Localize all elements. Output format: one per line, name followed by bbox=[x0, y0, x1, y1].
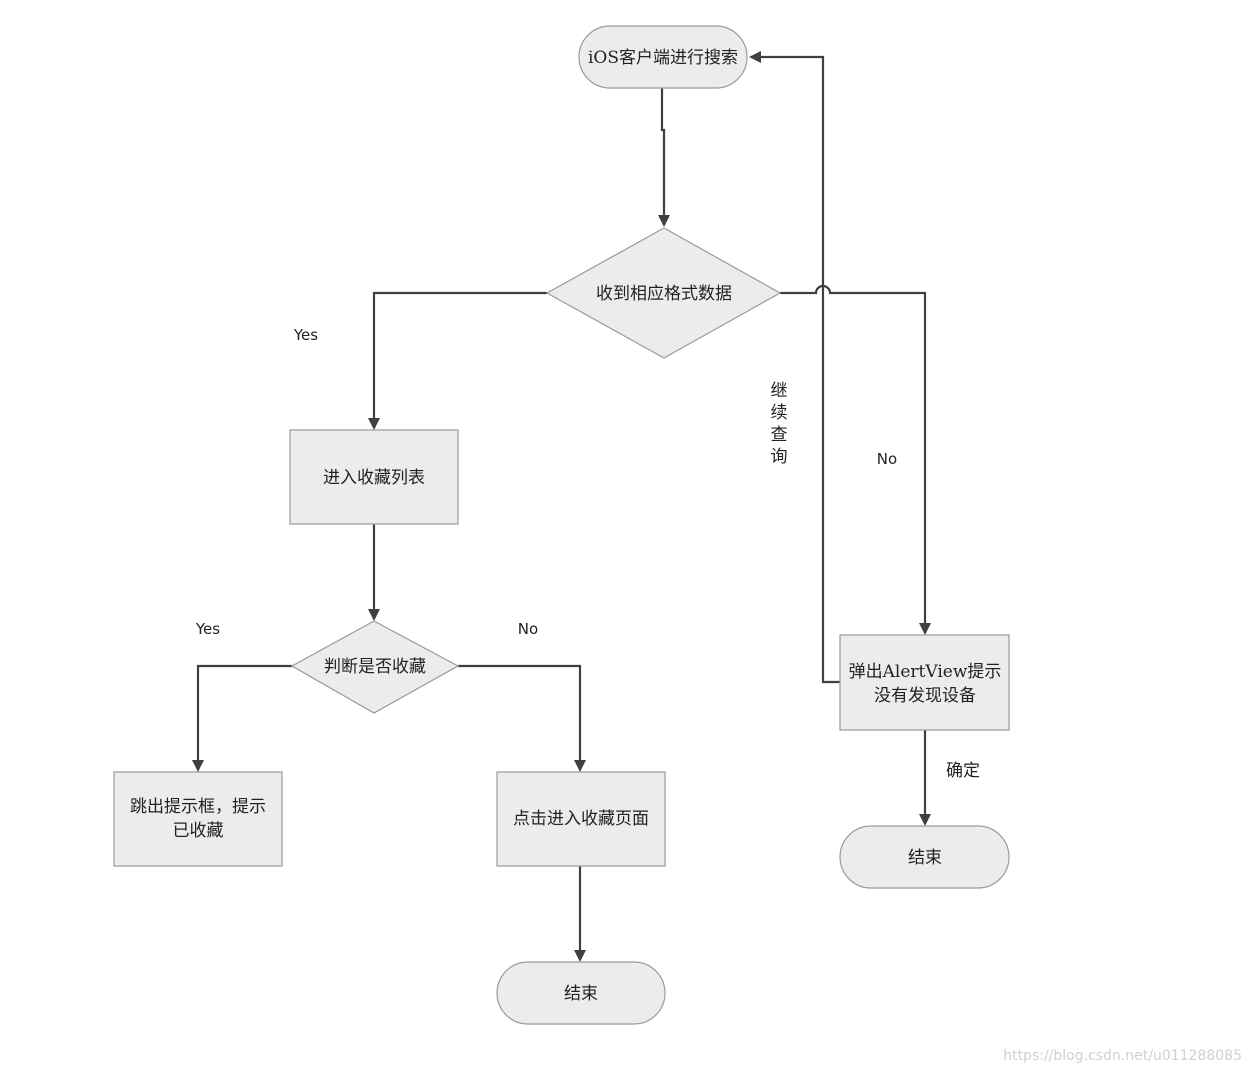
node-popup-collected: 跳出提示框，提示 已收藏 bbox=[113, 771, 283, 867]
node-alert-no-device-line-2: 没有发现设备 bbox=[874, 686, 976, 706]
node-start-label: iOS客户端进行搜索 bbox=[588, 48, 738, 68]
edge-labels: Yes No 继 续 查 询 Yes No 确定 bbox=[195, 326, 980, 781]
watermark: https://blog.csdn.net/u011288085 bbox=[1003, 1048, 1242, 1064]
node-alert-no-device-line-1: 弹出AlertView提示 bbox=[849, 662, 1002, 682]
node-end-right: 结束 bbox=[839, 825, 1010, 889]
node-end-left-label: 结束 bbox=[564, 984, 598, 1004]
terminator-shape bbox=[578, 25, 748, 89]
edge-continue-query bbox=[749, 51, 840, 684]
edge-label-continue-query-1: 继 bbox=[771, 381, 788, 401]
decision-shape bbox=[290, 620, 460, 714]
node-enter-fav-page: 点击进入收藏页面 bbox=[496, 771, 666, 867]
node-check-data: 收到相应格式数据 bbox=[545, 227, 782, 359]
edge-check-no bbox=[780, 284, 931, 635]
edge-label-continue-query-2: 续 bbox=[771, 403, 788, 423]
node-check-fav: 判断是否收藏 bbox=[290, 620, 460, 714]
node-alert-no-device: 弹出AlertView提示 没有发现设备 bbox=[839, 634, 1010, 731]
edge-check-fav-no bbox=[458, 664, 586, 772]
node-check-fav-label: 判断是否收藏 bbox=[324, 657, 426, 677]
node-popup-collected-line-1: 跳出提示框，提示 bbox=[130, 797, 266, 817]
edge-label-continue-query-4: 询 bbox=[771, 447, 788, 467]
process-shape bbox=[289, 429, 459, 525]
node-popup-collected-line-2: 已收藏 bbox=[173, 821, 224, 841]
edge-label-confirm: 确定 bbox=[946, 761, 980, 781]
process-shape bbox=[496, 771, 666, 867]
edge-label-no-right: No bbox=[877, 450, 897, 468]
edge-label-no-mid: No bbox=[518, 620, 538, 638]
node-end-left: 结束 bbox=[496, 961, 666, 1025]
edge-label-yes-top: Yes bbox=[293, 326, 318, 344]
edges bbox=[192, 51, 931, 962]
node-check-data-label: 收到相应格式数据 bbox=[596, 284, 732, 304]
node-enter-fav-list: 进入收藏列表 bbox=[289, 429, 459, 525]
node-end-right-label: 结束 bbox=[908, 848, 942, 868]
edge-label-continue-query-3: 查 bbox=[771, 425, 788, 445]
process-shape bbox=[839, 634, 1010, 731]
node-enter-fav-list-label: 进入收藏列表 bbox=[323, 468, 425, 488]
decision-shape bbox=[545, 227, 782, 359]
terminator-shape bbox=[839, 825, 1010, 889]
node-start: iOS客户端进行搜索 bbox=[578, 25, 748, 89]
terminator-shape bbox=[496, 961, 666, 1025]
process-shape bbox=[113, 771, 283, 867]
node-enter-fav-page-label: 点击进入收藏页面 bbox=[513, 809, 649, 829]
edge-label-yes-left: Yes bbox=[195, 620, 220, 638]
edge-check-fav-yes bbox=[192, 664, 292, 772]
edge-check-yes bbox=[368, 291, 547, 430]
edge-start-to-check bbox=[658, 88, 670, 227]
